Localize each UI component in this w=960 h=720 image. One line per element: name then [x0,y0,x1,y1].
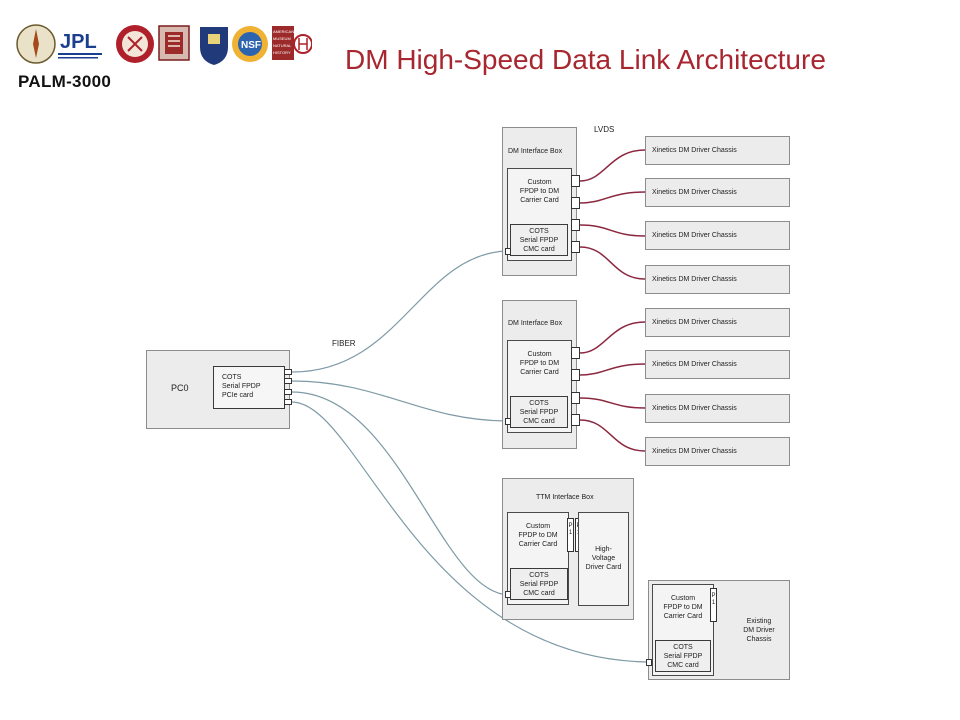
ttm-p-connector-1: P 1 [567,518,574,552]
ttm-hv-line-2: Voltage [591,555,616,562]
dm-box-1-custom-line-2: FPDP to DM [519,188,560,195]
xinetics-chassis-2: Xinetics DM Driver Chassis [645,178,790,207]
existing-custom-line-2: FPDP to DM [663,604,703,611]
existing-line-1: Existing [746,618,772,625]
ttm-p1-line-1: P [568,523,573,529]
dm-box-2-lvds-port-1 [571,347,580,359]
pc0-card-line-2: Serial FPDP [222,383,261,390]
logo-strip: JPL NSF AMERICAN MUSEUM NATURAL [12,20,313,68]
svg-text:AMERICAN: AMERICAN [273,29,294,34]
ttm-box-title: TTM Interface Box [536,494,594,501]
amnh-logo: AMERICAN MUSEUM NATURAL HISTORY [272,26,294,60]
pc0-card-line-1: COTS [222,374,242,381]
ttm-hv-line-3: Driver Card [585,564,622,571]
existing-p-connector: P 1 [710,588,717,622]
lvds-cables-box2 [579,321,646,452]
existing-custom-line-1: Custom [670,595,696,602]
pc0-port-2 [284,378,292,384]
pc0-port-1 [284,369,292,375]
svg-text:JPL: JPL [60,31,97,53]
svg-text:NSF: NSF [241,40,261,51]
pc0-port-4 [284,399,292,405]
dm-box-1-cots-line-2: Serial FPDP [519,237,559,244]
existing-line-2: DM Driver [743,627,775,634]
xinetics-chassis-8: Xinetics DM Driver Chassis [645,437,790,466]
ttm-hv-line-1: High- [595,546,612,553]
xinetics-chassis-4: Xinetics DM Driver Chassis [645,265,790,294]
svg-text:HISTORY: HISTORY [273,50,291,55]
cornell-logo [158,25,190,61]
ttm-fiber-port [505,591,511,598]
existing-cots-line-3: CMC card [667,662,699,669]
dm-box-1-title: DM Interface Box [508,148,563,155]
ttm-cots-card: COTS Serial FPDP CMC card [510,568,568,600]
existing-line-3: Chassis [746,636,772,643]
jpl-logo: JPL [16,24,102,64]
oxford-logo [200,27,228,65]
dm-box-2-title: DM Interface Box [508,320,563,327]
ttm-cots-line-3: CMC card [523,590,555,597]
dm-box-2-cots-line-2: Serial FPDP [519,409,559,416]
ttm-cots-line-1: COTS [529,572,549,579]
svg-text:MUSEUM: MUSEUM [273,36,291,41]
fiber-label: FIBER [332,339,356,348]
dm-box-2-custom-line-3: Carrier Card [520,369,559,376]
pc0-port-3 [284,389,292,395]
lvds-label: LVDS [594,125,615,134]
dm-box-2-custom-line-1: Custom [527,351,552,358]
fiber-cables [291,250,651,663]
dm-box-2-cots-line-3: CMC card [523,418,555,425]
brand-label: PALM-3000 [18,72,112,91]
dm-box-2-custom-line-2: FPDP to DM [519,360,560,367]
existing-cots-line-1: COTS [673,644,693,651]
xinetics-chassis-6: Xinetics DM Driver Chassis [645,350,790,379]
dm-box-2-cots-line-1: COTS [529,400,549,407]
existing-cots-card: COTS Serial FPDP CMC card [655,640,711,672]
lvds-cables-box1 [579,149,646,280]
dm-box-1-lvds-port-2 [571,197,580,209]
ttm-custom-line-3: Carrier Card [518,541,558,548]
existing-cots-line-2: Serial FPDP [663,653,703,660]
existing-p-line-1: P [711,593,716,599]
dm-box-1-lvds-port-3 [571,219,580,231]
dm-box-2-fiber-port [505,418,511,425]
dm-box-1-lvds-port-1 [571,175,580,187]
dm-box-1-lvds-port-4 [571,241,580,253]
existing-fiber-port [646,659,652,666]
existing-custom-line-3: Carrier Card [663,613,703,620]
svg-text:NATURAL: NATURAL [273,43,292,48]
xinetics-chassis-7: Xinetics DM Driver Chassis [645,394,790,423]
dm-box-1-custom-line-3: Carrier Card [520,197,559,204]
dm-box-1-cots-line-1: COTS [529,228,549,235]
dm-box-2-lvds-port-4 [571,414,580,426]
existing-p-line-2: 1 [711,600,716,606]
dm-box-1-fiber-port [505,248,511,255]
ttm-custom-line-1: Custom [525,523,551,530]
dm-box-1-cots-card: COTS Serial FPDP CMC card [510,224,568,256]
page-title: DM High-Speed Data Link Architecture [345,44,826,75]
dm-box-2-lvds-port-3 [571,392,580,404]
ttm-cots-line-2: Serial FPDP [519,581,559,588]
caltech-logo [116,25,154,63]
pc0-card-line-3: PCIe card [222,392,254,399]
ttm-custom-line-2: FPDP to DM [518,532,558,539]
ttm-p1-line-2: 1 [568,530,573,536]
pc0-box: PC0 COTS Serial FPDP PCIe card [146,350,290,429]
xinetics-chassis-1: Xinetics DM Driver Chassis [645,136,790,165]
dm-box-1-cots-line-3: CMC card [523,246,555,253]
dm-box-2-lvds-port-2 [571,369,580,381]
ttm-hv-driver-card: High- Voltage Driver Card [578,512,629,606]
xinetics-chassis-5: Xinetics DM Driver Chassis [645,308,790,337]
dm-box-2-cots-card: COTS Serial FPDP CMC card [510,396,568,428]
pc0-label: PC0 [171,383,189,393]
xinetics-chassis-3: Xinetics DM Driver Chassis [645,221,790,250]
dm-box-1-custom-line-1: Custom [527,179,552,186]
pc0-cots-card: COTS Serial FPDP PCIe card [213,366,285,409]
nsf-logo: NSF [232,26,268,62]
